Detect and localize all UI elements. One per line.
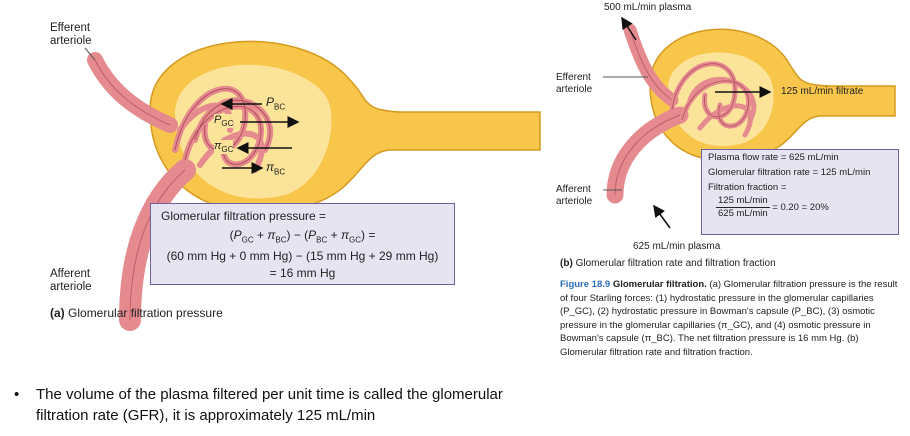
bullet-text: The volume of the plasma filtered per un… bbox=[36, 386, 503, 424]
plasma-flow-rate: Plasma flow rate = 625 mL/min bbox=[708, 152, 839, 163]
panel-a-caption: (a) Glomerular filtration pressure bbox=[50, 306, 223, 320]
panel-a-afferent-label: Afferent arteriole bbox=[50, 268, 92, 293]
filtration-fraction-box: Plasma flow rate = 625 mL/min Glomerular… bbox=[701, 149, 899, 235]
box-result: = 16 mm Hg bbox=[269, 266, 336, 281]
figure-caption-text: (a) Glomerular filtration pressure is th… bbox=[560, 279, 898, 358]
panel-a-caption-letter: (a) bbox=[50, 306, 65, 320]
panel-a-force-arrows bbox=[220, 98, 300, 174]
figure-number: Figure 18.9 bbox=[560, 279, 611, 290]
panel-b-vessels bbox=[606, 23, 757, 204]
box-values: (60 mm Hg + 0 mm Hg) − (15 mm Hg + 29 mm… bbox=[166, 249, 439, 264]
gfr-line: Glomerular filtration rate = 125 mL/min bbox=[708, 167, 871, 178]
bullet-symbol: • bbox=[14, 386, 20, 403]
force-p-bc-label: PBC bbox=[266, 95, 286, 112]
box-title: Glomerular filtration pressure = bbox=[161, 209, 327, 223]
fraction-numerator: 125 mL/min bbox=[716, 195, 770, 208]
filtration-fraction-label: Filtration fraction = bbox=[708, 182, 787, 193]
fraction-result: = 0.20 = 20% bbox=[772, 202, 829, 214]
filtration-fraction-equation: 125 mL/min 625 mL/min = 0.20 = 20% bbox=[708, 195, 898, 220]
filtration-pressure-box: Glomerular filtration pressure = (PGC + … bbox=[150, 203, 455, 285]
panel-b-caption-letter: (b) bbox=[560, 258, 573, 269]
force-p-gc-label: PGC bbox=[214, 114, 234, 129]
panel-a-efferent-label: Efferent arteriole bbox=[50, 22, 92, 47]
panel-b-flow-arrows bbox=[621, 16, 772, 229]
panel-b-caption: (b) Glomerular filtration rate and filtr… bbox=[560, 258, 776, 269]
panel-b-caption-text: Glomerular filtration rate and filtratio… bbox=[575, 258, 776, 269]
fraction-denominator: 625 mL/min bbox=[718, 208, 768, 219]
panel-b-efferent-label: Efferent arteriole bbox=[556, 72, 593, 95]
panel-a-caption-text: Glomerular filtration pressure bbox=[68, 306, 223, 320]
bullet-point: • The volume of the plasma filtered per … bbox=[14, 384, 534, 426]
plasma-out-label: 500 mL/min plasma bbox=[604, 2, 692, 13]
panel-a-vessels bbox=[87, 52, 274, 331]
panel-a-capsule bbox=[149, 40, 541, 215]
force-pi-bc-label: πBC bbox=[266, 160, 286, 177]
plasma-in-label: 625 mL/min plasma bbox=[633, 241, 721, 252]
figure-heading: Glomerular filtration. bbox=[612, 279, 707, 290]
filtrate-label: 125 mL/min filtrate bbox=[781, 86, 864, 97]
force-pi-gc-label: πGC bbox=[214, 140, 234, 155]
fraction: 125 mL/min 625 mL/min bbox=[716, 195, 770, 220]
panel-b-afferent-label: Afferent arteriole bbox=[556, 184, 593, 207]
figure-caption: Figure 18.9 Glomerular filtration. (a) G… bbox=[560, 278, 905, 359]
box-formula: (PGC + πBC) − (PBC + πGC) = bbox=[229, 228, 376, 245]
